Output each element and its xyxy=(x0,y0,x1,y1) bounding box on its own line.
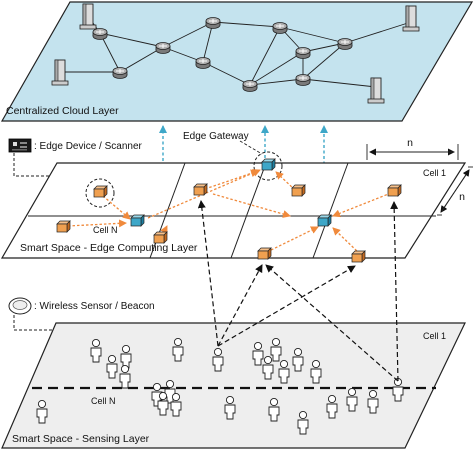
sensing-layer: Cell 1 Cell N Smart Space - Sensing Laye… xyxy=(1,322,466,449)
edge-layer-label: Smart Space - Edge Computing Layer xyxy=(20,242,198,254)
gateway-box-icon xyxy=(261,158,276,171)
dimension-width-label: n xyxy=(407,137,413,149)
edge-cell-n-label: Cell N xyxy=(93,225,118,235)
router-icon xyxy=(112,67,128,79)
gateway-leader-line xyxy=(239,140,263,155)
router-icon xyxy=(195,57,211,69)
legend-wireless-sensor-label: : Wireless Sensor / Beacon xyxy=(34,301,155,312)
edge-gateway-highlight xyxy=(253,151,283,181)
router-icon xyxy=(205,17,221,29)
dimension-depth-label: n xyxy=(459,191,465,203)
sensing-layer-label: Smart Space - Sensing Layer xyxy=(12,433,150,445)
dimension-width: n xyxy=(366,137,459,160)
edge-device-box-icon xyxy=(351,250,366,263)
edge-cell-grid xyxy=(28,162,436,259)
gateway-box-icon xyxy=(317,214,332,227)
circuit-board-icon xyxy=(8,138,32,153)
edge-device-box-icon xyxy=(257,247,272,260)
router-icon xyxy=(92,28,108,40)
sensing-layer-plane xyxy=(1,322,466,449)
edge-device-box-icon xyxy=(93,185,108,198)
edge-layer: Cell 1 Cell N Smart Space - Edge Comp xyxy=(0,151,467,263)
edge-gateway-label: Edge Gateway xyxy=(183,131,249,142)
cloud-layer-plane xyxy=(0,1,474,122)
sensing-cell-n-label: Cell N xyxy=(91,396,116,406)
beacon-icon xyxy=(8,297,32,315)
router-icon xyxy=(242,80,258,92)
edge-device-box-icon xyxy=(56,220,71,233)
legend-edge-device-label: : Edge Device / Scanner xyxy=(34,141,143,152)
edge-device-box-icon xyxy=(193,183,208,196)
edge-layer-plane xyxy=(0,162,467,259)
edge-device-box-icon xyxy=(291,184,306,197)
cloud-layer: Centralized Cloud Layer xyxy=(0,1,474,122)
dimension-depth: n xyxy=(437,166,473,216)
edge-device-highlight xyxy=(85,178,115,208)
cloud-layer-label: Centralized Cloud Layer xyxy=(6,105,119,117)
gateway-box-icon xyxy=(130,214,145,227)
router-icon xyxy=(272,22,288,34)
sensing-cell-1-label: Cell 1 xyxy=(423,331,446,341)
router-icon xyxy=(295,74,311,86)
sensing-to-edge-links xyxy=(197,200,399,382)
router-icon xyxy=(295,47,311,59)
router-icon xyxy=(337,38,353,50)
edge-cell-1-label: Cell 1 xyxy=(423,168,446,178)
edge-device-box-icon xyxy=(387,184,402,197)
router-icon xyxy=(155,42,171,54)
